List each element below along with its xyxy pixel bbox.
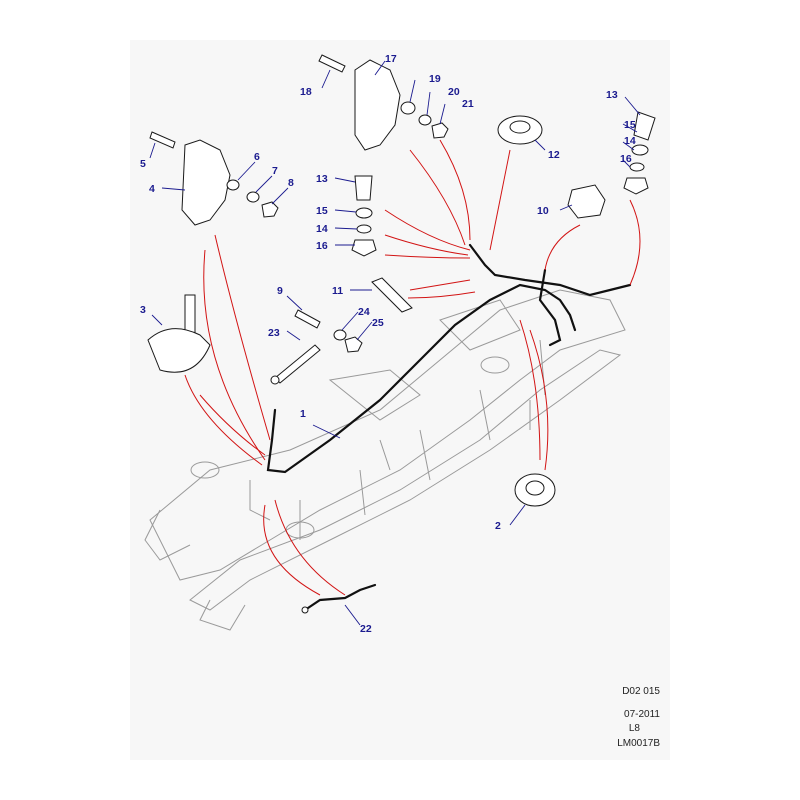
callout-6: 6 bbox=[254, 151, 260, 163]
washer-15-right bbox=[631, 144, 649, 156]
callout-12: 12 bbox=[548, 149, 560, 161]
clip-4 bbox=[181, 139, 231, 226]
grommet-12-centre bbox=[509, 120, 531, 134]
rear-harness-branch bbox=[468, 243, 632, 297]
nut-16-right bbox=[623, 177, 649, 195]
callout-23: 23 bbox=[268, 327, 280, 339]
callout-4: 4 bbox=[149, 183, 155, 195]
nut-8 bbox=[261, 201, 279, 218]
drawing-code: D02 015 bbox=[622, 686, 660, 697]
callout-24: 24 bbox=[358, 306, 370, 318]
bolt-5 bbox=[149, 131, 176, 149]
callout-11: 11 bbox=[332, 285, 343, 297]
bolt-9 bbox=[294, 309, 321, 329]
chassis-frame bbox=[144, 289, 626, 631]
callout-22: 22 bbox=[360, 623, 372, 635]
callout-21: 21 bbox=[462, 98, 474, 110]
grommet-2-centre bbox=[525, 480, 545, 496]
red-leader-lines bbox=[184, 139, 641, 596]
callout-14-right: 14 bbox=[624, 135, 636, 147]
washer-20 bbox=[418, 114, 432, 126]
washer-14-right bbox=[629, 162, 645, 172]
blue-leader-lines bbox=[149, 60, 641, 626]
nut-16-center bbox=[351, 239, 377, 257]
bracket-10 bbox=[567, 184, 606, 219]
bolt-18 bbox=[318, 54, 346, 73]
main-harness bbox=[266, 283, 577, 474]
washer-7 bbox=[246, 191, 260, 203]
drawing-revision: L8 bbox=[628, 723, 640, 734]
callout-3: 3 bbox=[140, 304, 146, 316]
callout-16-right: 16 bbox=[620, 153, 632, 165]
link-cable-23 bbox=[274, 344, 321, 384]
washer-14-center bbox=[356, 224, 372, 234]
callout-10: 10 bbox=[537, 205, 549, 217]
callout-15-right: 15 bbox=[624, 119, 636, 131]
cable-22 bbox=[303, 583, 377, 612]
clip-17 bbox=[354, 59, 401, 151]
link-cable-23-eye bbox=[270, 375, 280, 385]
callout-18: 18 bbox=[300, 86, 312, 98]
callout-19: 19 bbox=[429, 73, 441, 85]
callout-labels: 1 2 3 4 5 6 7 8 9 10 11 12 13 13 15 14 1… bbox=[140, 53, 636, 635]
washer-19 bbox=[400, 101, 416, 115]
callout-7: 7 bbox=[272, 165, 278, 177]
callout-14-center: 14 bbox=[316, 223, 328, 235]
bar-11 bbox=[371, 277, 413, 313]
cable-22-connector bbox=[301, 606, 309, 614]
callout-20: 20 bbox=[448, 86, 460, 98]
washer-24 bbox=[333, 329, 347, 341]
callout-13-center: 13 bbox=[316, 173, 328, 185]
callout-5: 5 bbox=[140, 158, 146, 170]
callout-13-right: 13 bbox=[606, 89, 618, 101]
nut-21 bbox=[431, 122, 449, 139]
callout-17: 17 bbox=[385, 53, 397, 65]
callout-1: 1 bbox=[300, 408, 306, 420]
callout-2: 2 bbox=[495, 520, 501, 532]
callout-9: 9 bbox=[277, 285, 283, 297]
washer-6 bbox=[226, 179, 240, 191]
harness-loop bbox=[538, 268, 562, 347]
washer-15-center bbox=[355, 207, 373, 219]
nut-25 bbox=[344, 336, 363, 353]
drawing-date: 07-2011 bbox=[624, 709, 660, 720]
callout-8: 8 bbox=[288, 177, 294, 189]
clip-3 bbox=[147, 328, 211, 373]
callout-25: 25 bbox=[372, 317, 384, 329]
callout-16-center: 16 bbox=[316, 240, 328, 252]
bolt-13-right bbox=[633, 111, 656, 141]
drawing-reference: LM0017B bbox=[617, 738, 660, 749]
bolt-13-center bbox=[354, 175, 373, 201]
callout-15-center: 15 bbox=[316, 205, 328, 217]
